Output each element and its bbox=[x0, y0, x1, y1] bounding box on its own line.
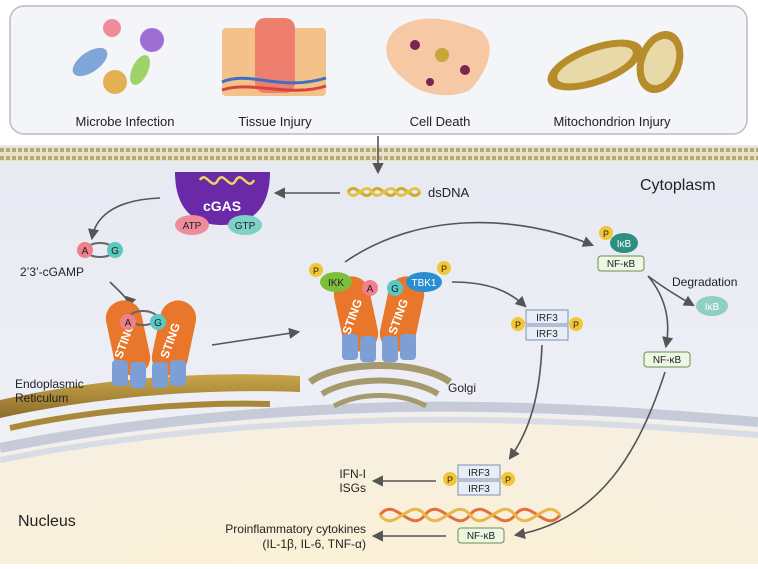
nfkb-free-label: NF-κB bbox=[653, 355, 682, 366]
cgamp-g-label: G bbox=[111, 246, 119, 257]
sting-er-g-label: G bbox=[154, 318, 162, 329]
free-ikb bbox=[696, 296, 728, 316]
dsdna-label: dsDNA bbox=[428, 185, 470, 200]
endoplasmic-reticulum bbox=[0, 374, 300, 418]
arrow-ikb-degradation bbox=[647, 275, 695, 307]
sting-golgi-adenine bbox=[362, 280, 378, 296]
er-label-line2: Reticulum bbox=[15, 391, 68, 405]
trigger-label-mitochondrion: Mitochondrion Injury bbox=[553, 114, 671, 129]
golgi-label: Golgi bbox=[448, 381, 476, 395]
gtp-molecule bbox=[228, 215, 262, 235]
tbk1-phospho-label: P bbox=[441, 264, 447, 274]
golgi-apparatus bbox=[307, 362, 453, 409]
ikb-protein bbox=[610, 233, 638, 253]
sting-er-adenine bbox=[120, 314, 136, 330]
nfkb-complex-label: NF-κB bbox=[607, 259, 636, 270]
irf3-cyto-phospho-left bbox=[511, 317, 525, 331]
arrow-nfkb-release bbox=[647, 275, 674, 349]
ikb-label: IκB bbox=[617, 239, 632, 250]
cgamp-label: 2’3’-cGAMP bbox=[20, 265, 84, 279]
irf3-cyto-phospho-left-label: P bbox=[515, 320, 521, 330]
tbk1-phospho bbox=[437, 261, 451, 275]
sting-er-a-label: A bbox=[125, 318, 132, 329]
ikk-label: IKK bbox=[328, 278, 344, 289]
ikb-phospho-label: P bbox=[603, 229, 609, 239]
cytoplasm-label: Cytoplasm bbox=[640, 177, 716, 194]
cgamp-a-label: A bbox=[82, 246, 89, 257]
ikk-kinase bbox=[320, 272, 352, 292]
irf3-nuc-top bbox=[457, 464, 501, 480]
free-ikb-label: IκB bbox=[705, 302, 720, 313]
ikk-phospho bbox=[309, 263, 323, 277]
nfkb-free bbox=[643, 351, 691, 368]
ifn-label-line1: IFN-I bbox=[339, 467, 366, 481]
cgas-label: cGAS bbox=[203, 198, 241, 214]
sting-golgi-a-label: A bbox=[367, 284, 374, 295]
cytokines-label-line1: Proinflammatory cytokines bbox=[225, 522, 366, 536]
trigger-panel bbox=[9, 5, 748, 135]
nfkb-complex bbox=[597, 255, 645, 272]
nfkb-nuc bbox=[457, 527, 505, 544]
cgas-bound-dna bbox=[198, 176, 256, 185]
cgas-enzyme bbox=[175, 172, 270, 225]
sting-er-guanine bbox=[150, 314, 166, 330]
nuclear-dna-helix bbox=[378, 507, 562, 523]
trigger-label-tissue: Tissue Injury bbox=[238, 114, 312, 129]
irf3-cyto-phospho-right-label: P bbox=[573, 320, 579, 330]
ifn-label-line2: ISGs bbox=[339, 481, 366, 495]
nucleus-region bbox=[0, 414, 758, 564]
irf3-nuc-bottom-label: IRF3 bbox=[468, 484, 490, 495]
cgamp-guanine bbox=[107, 242, 123, 258]
arrow-nfkb-to-nucleus bbox=[513, 371, 666, 539]
irf3-cyto-bottom bbox=[525, 325, 569, 341]
dsdna-helix bbox=[346, 187, 422, 197]
tissue-illustration bbox=[221, 18, 327, 96]
cell-death-illustration bbox=[386, 18, 490, 96]
irf3-cyto-top bbox=[525, 309, 569, 325]
arrow-ikk-to-nfkb bbox=[344, 221, 595, 263]
mitochondrion-illustration bbox=[547, 31, 684, 93]
irf3-cyto-phospho-right bbox=[569, 317, 583, 331]
trigger-label-microbe: Microbe Infection bbox=[76, 114, 175, 129]
ikk-phospho-label: P bbox=[313, 266, 319, 276]
trigger-label-cell-death: Cell Death bbox=[410, 114, 471, 129]
sting-golgi-guanine bbox=[387, 280, 403, 296]
microbe-illustration bbox=[72, 19, 164, 94]
degradation-label: Degradation bbox=[672, 275, 737, 289]
irf3-nuc-bottom bbox=[457, 480, 501, 496]
nucleus-label: Nucleus bbox=[18, 513, 76, 530]
irf3-cyto-top-label: IRF3 bbox=[536, 313, 558, 324]
arrow-cgas-to-cgamp bbox=[87, 197, 161, 241]
arrow-tbk1-to-irf3 bbox=[451, 281, 527, 308]
irf3-nuc-top-label: IRF3 bbox=[468, 468, 490, 479]
er-label-line1: Endoplasmic bbox=[15, 377, 84, 391]
irf3-nuc-phospho-right-label: P bbox=[505, 475, 511, 485]
arrow-irf3-to-nucleus bbox=[508, 344, 543, 460]
atp-label: ATP bbox=[183, 221, 202, 232]
irf3-nuc-phospho-right bbox=[501, 472, 515, 486]
irf3-cyto-bottom-label: IRF3 bbox=[536, 329, 558, 340]
irf3-nuc-phospho-left-label: P bbox=[447, 475, 453, 485]
er-membrane-fold bbox=[9, 400, 271, 431]
plasma-membrane bbox=[0, 147, 758, 161]
ikb-phospho bbox=[599, 226, 613, 240]
tbk1-kinase bbox=[406, 272, 442, 292]
nuclear-envelope-inner bbox=[0, 416, 758, 463]
tbk1-label: TBK1 bbox=[411, 278, 436, 289]
arrow-sting-translocation bbox=[211, 327, 301, 346]
nfkb-nuc-label: NF-κB bbox=[467, 531, 496, 542]
sting-golgi-g-label: G bbox=[391, 284, 399, 295]
cgamp-adenine bbox=[77, 242, 93, 258]
nuclear-envelope bbox=[0, 401, 758, 453]
gtp-label: GTP bbox=[235, 221, 256, 232]
irf3-nuc-phospho-left bbox=[443, 472, 457, 486]
cytokines-label-line2: (IL-1β, IL-6, TNF-α) bbox=[262, 537, 366, 551]
atp-molecule bbox=[175, 215, 209, 235]
